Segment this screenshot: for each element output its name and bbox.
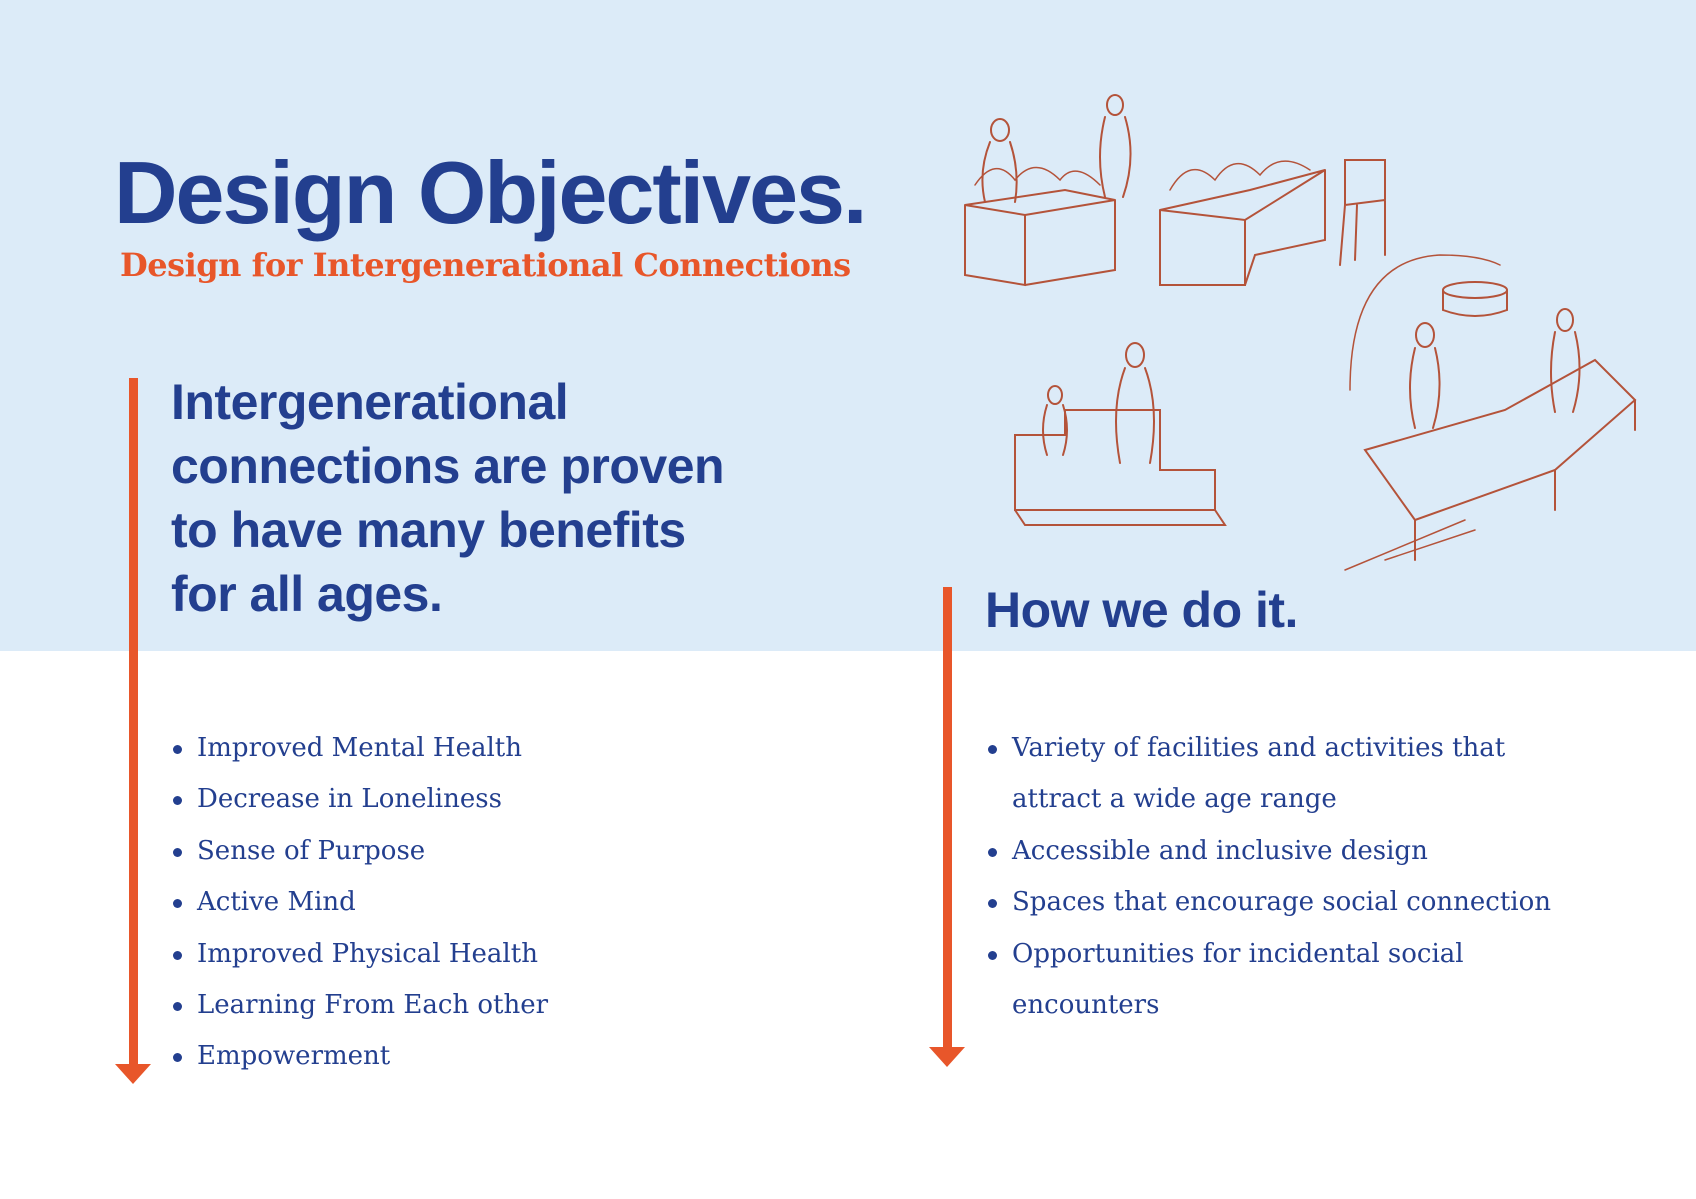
bullet-icon <box>988 950 997 960</box>
list-item: Active Mind <box>173 877 548 928</box>
list-item-text: Accessible and inclusive design <box>1012 835 1428 866</box>
benefits-heading-line: connections are proven <box>171 438 725 494</box>
benefits-list: Improved Mental Health Decrease in Lonel… <box>173 723 548 1083</box>
list-item: Spaces that encourage social connection <box>988 877 1551 928</box>
list-item: Decrease in Loneliness <box>173 774 548 825</box>
list-item: Sense of Purpose <box>173 826 548 877</box>
list-item-text: Sense of Purpose <box>197 835 426 866</box>
how-we-do-it-heading: How we do it. <box>985 582 1298 638</box>
bullet-icon <box>173 745 182 754</box>
list-item-text: Opportunities for incidental social enco… <box>1012 938 1464 1021</box>
benefits-heading: Intergenerational connections are proven… <box>171 370 725 626</box>
list-item: Learning From Each other <box>173 980 548 1031</box>
bullet-icon <box>988 847 997 857</box>
lounge-sofa-sketch <box>1344 254 1637 571</box>
bullet-icon <box>173 1053 182 1063</box>
right-arrow-head <box>929 1047 965 1067</box>
page-subtitle: Design for Intergenerational Connections <box>120 246 851 284</box>
benefits-heading-line: to have many benefits <box>171 502 686 558</box>
list-item-text: Improved Mental Health <box>197 733 522 763</box>
left-arrow-head <box>115 1064 151 1084</box>
benefits-heading-line: Intergenerational <box>171 374 569 430</box>
bullet-icon <box>173 847 182 857</box>
page-title: Design Objectives. <box>114 143 867 242</box>
bullet-icon <box>173 1002 182 1012</box>
furniture-sketch-illustration <box>964 94 1637 571</box>
list-item: Opportunities for incidental social enco… <box>988 929 1551 1032</box>
bullet-icon <box>173 899 182 909</box>
header-background <box>0 0 1696 651</box>
list-item-text: Active Mind <box>197 887 356 918</box>
list-item: Improved Mental Health <box>173 723 548 774</box>
bullet-icon <box>988 899 997 909</box>
list-item-text: Spaces that encourage social connection <box>1012 887 1552 918</box>
list-item: Accessible and inclusive design <box>988 826 1551 877</box>
list-item-text: Empowerment <box>197 1041 391 1072</box>
right-arrow-line <box>943 587 952 1051</box>
list-item: Improved Physical Health <box>173 929 548 980</box>
list-item: Variety of facilities and activities tha… <box>988 723 1551 826</box>
planter-sketch-2 <box>1159 159 1386 286</box>
bullet-icon <box>988 745 997 754</box>
bullet-icon <box>173 796 182 806</box>
seating-steps-sketch <box>1014 342 1227 526</box>
list-item-text: Learning From Each other <box>197 990 549 1021</box>
approach-list: Variety of facilities and activities tha… <box>988 723 1551 1031</box>
list-item-text: Improved Physical Health <box>197 938 538 969</box>
list-item-text: Variety of facilities and activities tha… <box>1012 733 1506 815</box>
list-item-text: Decrease in Loneliness <box>197 784 502 815</box>
planter-sketch-1 <box>964 94 1132 287</box>
bullet-icon <box>173 950 182 960</box>
list-item: Empowerment <box>173 1031 548 1082</box>
benefits-heading-line: for all ages. <box>171 566 443 622</box>
left-arrow-line <box>129 378 138 1068</box>
